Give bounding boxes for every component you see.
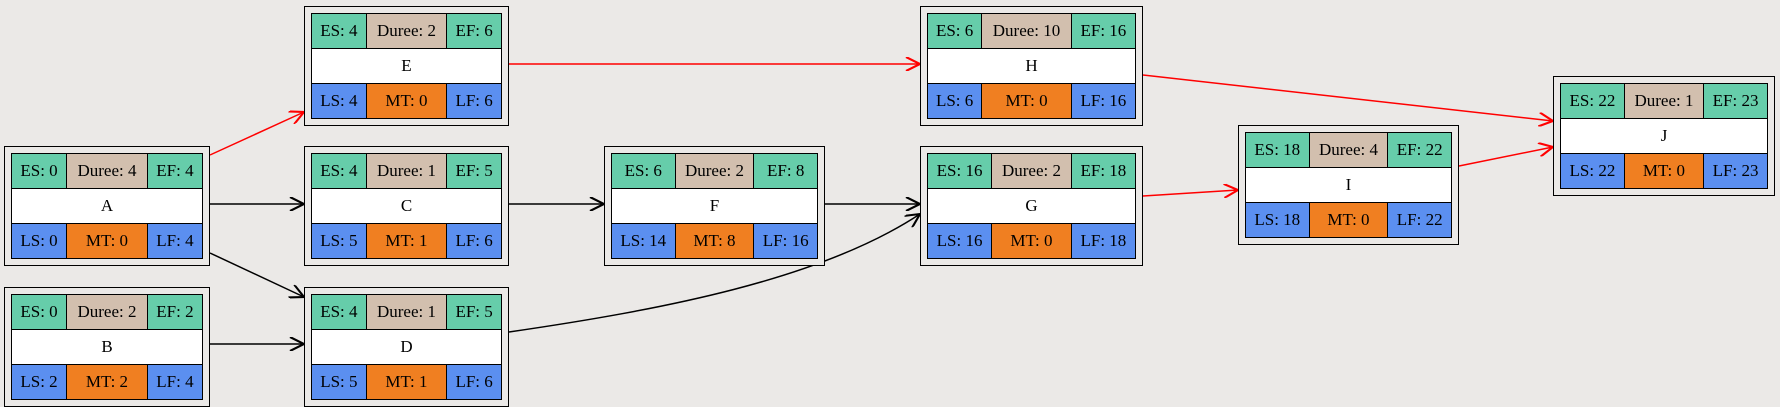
mt-cell: MT: 2 [66,364,148,400]
lf-cell: LF: 4 [146,223,204,259]
node-b[interactable]: ES: 0 Duree: 2 EF: 2 B LS: 2 MT: 2 LF: 4 [4,287,210,407]
lf-cell: LF: 16 [1070,83,1137,119]
ef-cell: EF: 8 [753,153,818,189]
duree-cell: Duree: 1 [365,294,448,330]
mt-cell: MT: 0 [66,223,148,259]
node-d[interactable]: ES: 4 Duree: 1 EF: 5 D LS: 5 MT: 1 LF: 6 [304,287,509,407]
lf-cell: LF: 23 [1703,153,1768,189]
duree-cell: Duree: 1 [1623,83,1705,119]
es-cell: ES: 0 [10,294,68,330]
ls-cell: LS: 14 [611,223,676,259]
ls-cell: LS: 22 [1560,153,1625,189]
node-g[interactable]: ES: 16 Duree: 2 EF: 18 G LS: 16 MT: 0 LF… [920,146,1143,266]
mt-cell: MT: 1 [365,364,448,400]
mt-cell: MT: 0 [1308,202,1389,238]
ls-cell: LS: 0 [10,223,68,259]
task-name: F [611,188,818,224]
edge-a-d [209,252,304,297]
mt-cell: MT: 0 [365,83,448,119]
edge-h-j [1142,74,1553,121]
es-cell: ES: 0 [10,153,68,189]
duree-cell: Duree: 2 [365,13,448,49]
lf-cell: LF: 22 [1387,202,1452,238]
es-cell: ES: 4 [311,294,367,330]
ef-cell: EF: 4 [146,153,204,189]
edge-i-j [1458,147,1553,167]
task-name: E [311,48,502,84]
duree-cell: Duree: 4 [66,153,148,189]
edge-g-i [1142,190,1238,196]
ls-cell: LS: 6 [926,83,983,119]
lf-cell: LF: 4 [146,364,204,400]
node-e[interactable]: ES: 4 Duree: 2 EF: 6 E LS: 4 MT: 0 LF: 6 [304,6,509,126]
duree-cell: Duree: 2 [66,294,148,330]
duree-cell: Duree: 1 [365,153,448,189]
es-cell: ES: 4 [311,153,367,189]
ef-cell: EF: 23 [1703,83,1768,119]
ls-cell: LS: 5 [311,223,367,259]
es-cell: ES: 6 [611,153,676,189]
ef-cell: EF: 5 [446,294,502,330]
mt-cell: MT: 0 [991,223,1072,259]
duree-cell: Duree: 2 [674,153,755,189]
edge-d-g [508,214,920,333]
ls-cell: LS: 5 [311,364,367,400]
es-cell: ES: 4 [311,13,367,49]
es-cell: ES: 18 [1245,132,1310,168]
task-name: D [311,329,502,365]
task-name: G [927,188,1136,224]
es-cell: ES: 16 [926,153,993,189]
node-j[interactable]: ES: 22 Duree: 1 EF: 23 J LS: 22 MT: 0 LF… [1553,76,1775,196]
mt-cell: MT: 8 [674,223,755,259]
ef-cell: EF: 5 [446,153,502,189]
lf-cell: LF: 6 [446,364,502,400]
node-i[interactable]: ES: 18 Duree: 4 EF: 22 I LS: 18 MT: 0 LF… [1238,125,1459,245]
task-name: C [311,188,502,224]
task-name: H [927,48,1136,84]
lf-cell: LF: 6 [446,223,502,259]
es-cell: ES: 22 [1560,83,1625,119]
task-name: J [1560,118,1768,154]
node-f[interactable]: ES: 6 Duree: 2 EF: 8 F LS: 14 MT: 8 LF: … [604,146,825,266]
lf-cell: LF: 16 [753,223,818,259]
edge-a-e [209,112,304,156]
ef-cell: EF: 2 [146,294,204,330]
ef-cell: EF: 16 [1070,13,1137,49]
duree-cell: Duree: 10 [981,13,1072,49]
ls-cell: LS: 4 [311,83,367,119]
duree-cell: Duree: 2 [991,153,1072,189]
task-name: A [11,188,203,224]
ls-cell: LS: 2 [10,364,68,400]
lf-cell: LF: 6 [446,83,502,119]
ef-cell: EF: 6 [446,13,502,49]
ls-cell: LS: 18 [1245,202,1310,238]
duree-cell: Duree: 4 [1308,132,1389,168]
mt-cell: MT: 1 [365,223,448,259]
ef-cell: EF: 18 [1070,153,1137,189]
lf-cell: LF: 18 [1070,223,1137,259]
ls-cell: LS: 16 [926,223,993,259]
mt-cell: MT: 0 [981,83,1072,119]
node-c[interactable]: ES: 4 Duree: 1 EF: 5 C LS: 5 MT: 1 LF: 6 [304,146,509,266]
task-name: I [1245,167,1452,203]
ef-cell: EF: 22 [1387,132,1452,168]
node-a[interactable]: ES: 0 Duree: 4 EF: 4 A LS: 0 MT: 0 LF: 4 [4,146,210,266]
task-name: B [11,329,203,365]
node-h[interactable]: ES: 6 Duree: 10 EF: 16 H LS: 6 MT: 0 LF:… [920,6,1143,126]
es-cell: ES: 6 [926,13,983,49]
mt-cell: MT: 0 [1623,153,1705,189]
